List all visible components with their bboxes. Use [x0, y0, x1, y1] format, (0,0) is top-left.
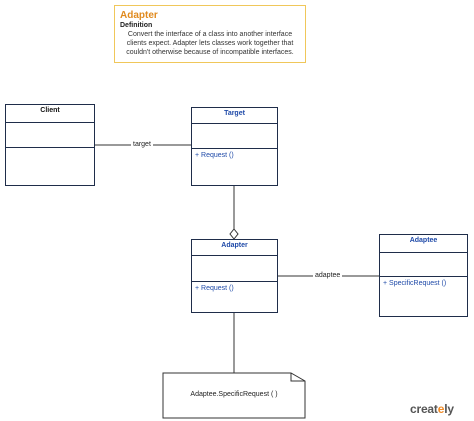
- class-target-name: Target: [192, 108, 277, 124]
- class-adaptee-operation: + SpecificRequest (): [383, 280, 447, 287]
- definition-note: Adapter Definition Convert the interface…: [114, 5, 306, 63]
- class-client-name: Client: [6, 105, 94, 123]
- logo-suffix: ly: [444, 402, 454, 416]
- class-adapter[interactable]: Adapter + Request (): [191, 239, 278, 313]
- class-adapter-attributes: [192, 256, 277, 282]
- code-note-shape: [162, 372, 306, 419]
- class-target-attributes: [192, 124, 277, 149]
- association-label-target: target: [131, 141, 153, 148]
- class-adaptee[interactable]: Adaptee + SpecificRequest (): [379, 234, 468, 317]
- class-adapter-operation: + Request (): [195, 285, 234, 292]
- logo-prefix: creat: [410, 402, 438, 416]
- creately-logo: creately: [410, 402, 454, 416]
- note-subtitle: Definition: [120, 22, 153, 29]
- aggregation-diamond-icon: [229, 228, 239, 240]
- code-note-text: Adaptee.SpecificRequest ( ): [190, 391, 278, 398]
- class-target[interactable]: Target + Request (): [191, 107, 278, 186]
- class-client-attributes: [6, 123, 94, 148]
- class-adaptee-name: Adaptee: [380, 235, 467, 253]
- class-adapter-name: Adapter: [192, 240, 277, 256]
- association-label-adaptee: adaptee: [313, 272, 343, 279]
- class-adaptee-attributes: [380, 253, 467, 277]
- code-note-fold-icon: [290, 373, 305, 382]
- class-target-operation: + Request (): [195, 152, 234, 159]
- logo-accent-icon: e: [437, 402, 445, 416]
- class-client[interactable]: Client: [5, 104, 95, 186]
- note-title: Adapter: [120, 10, 158, 21]
- note-body: Convert the interface of a class into an…: [126, 31, 294, 56]
- class-client-operations: [6, 148, 94, 154]
